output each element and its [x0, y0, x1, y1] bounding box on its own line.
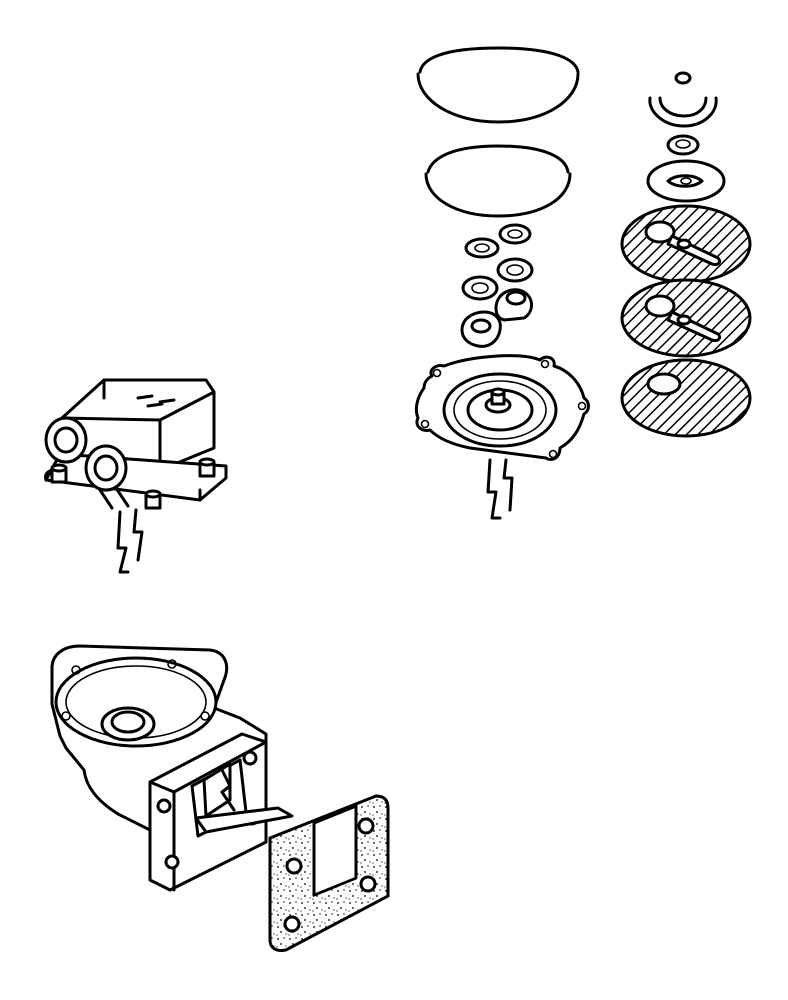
check-valve-disc-1 [620, 204, 752, 284]
valve-cup [648, 96, 718, 128]
check-valve-disc-3 [620, 358, 752, 438]
check-valve-disc-2 [620, 278, 752, 358]
diaphragm-plate [414, 354, 590, 520]
valve-seals-group [460, 223, 534, 348]
washer-small [666, 134, 700, 156]
o-ring-small-top [674, 71, 692, 85]
diaphragm-ring-upper [416, 46, 580, 124]
diaphragm-ring-lower [424, 144, 572, 218]
pump-body [50, 644, 294, 892]
pump-head [44, 378, 228, 574]
flange-gasket [268, 794, 390, 952]
center-disc [646, 159, 726, 203]
